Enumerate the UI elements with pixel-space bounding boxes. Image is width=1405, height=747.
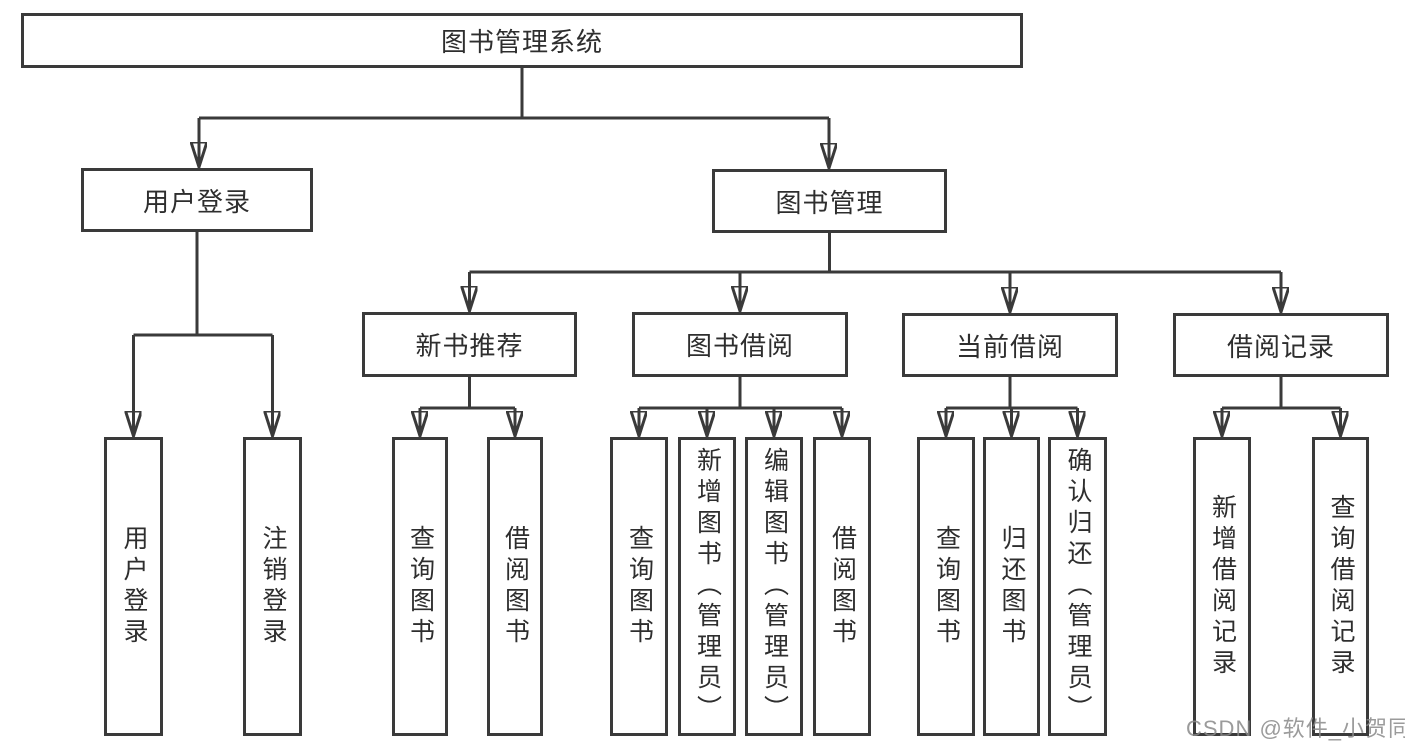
node-label: 新增图书（管理员） bbox=[693, 447, 722, 726]
node-label: 新书推荐 bbox=[415, 331, 524, 361]
leaf-logout: 注销登录 bbox=[243, 437, 302, 736]
node-label: 用户登录 bbox=[142, 186, 251, 217]
node-label: 图书借阅 bbox=[685, 331, 794, 361]
connector-root bbox=[199, 68, 829, 168]
node-label: 借阅图书 bbox=[828, 524, 857, 649]
node-user-login-branch: 用户登录 bbox=[81, 168, 313, 232]
node-book-borrowing: 图书借阅 bbox=[632, 312, 848, 377]
connector-new-book-recommend bbox=[420, 377, 515, 436]
connector-book-management bbox=[470, 233, 1282, 312]
leaf-query-books-borrowing: 查询图书 bbox=[610, 437, 668, 736]
leaf-borrow-books-recommend: 借阅图书 bbox=[487, 437, 543, 736]
csdn-watermark: CSDN @软件_小贺同学 bbox=[1186, 716, 1405, 741]
leaf-edit-books-admin: 编辑图书（管理员） bbox=[745, 437, 803, 736]
connector-user-login bbox=[134, 232, 273, 436]
connector-current-borrowing bbox=[946, 377, 1078, 436]
node-library-management-system: 图书管理系统 bbox=[21, 13, 1023, 68]
node-current-borrowing: 当前借阅 bbox=[902, 313, 1118, 377]
node-label: 借阅记录 bbox=[1226, 331, 1335, 362]
node-label: 注销登录 bbox=[259, 524, 287, 649]
node-label: 确认归还（管理员） bbox=[1064, 447, 1092, 726]
node-label: 查询图书 bbox=[932, 524, 961, 649]
node-new-book-recommend: 新书推荐 bbox=[362, 312, 577, 377]
connector-borrowing-records bbox=[1222, 377, 1341, 436]
leaf-query-books-current: 查询图书 bbox=[917, 437, 975, 736]
node-label: 编辑图书（管理员） bbox=[760, 447, 789, 726]
node-label: 查询图书 bbox=[625, 524, 654, 649]
node-label: 图书管理系统 bbox=[440, 27, 603, 57]
node-label: 查询借阅记录 bbox=[1327, 493, 1355, 680]
node-label: 归还图书 bbox=[998, 524, 1026, 649]
node-label: 用户登录 bbox=[120, 524, 148, 649]
node-label: 借阅图书 bbox=[501, 524, 530, 649]
node-label: 查询图书 bbox=[406, 524, 435, 649]
leaf-query-books-recommend: 查询图书 bbox=[392, 437, 448, 736]
leaf-query-borrow-record: 查询借阅记录 bbox=[1312, 437, 1369, 736]
leaf-confirm-return-admin: 确认归还（管理员） bbox=[1048, 437, 1107, 736]
node-label: 图书管理 bbox=[775, 187, 884, 218]
node-label: 新增借阅记录 bbox=[1208, 493, 1237, 680]
node-label: 当前借阅 bbox=[955, 331, 1064, 362]
leaf-user-login: 用户登录 bbox=[104, 437, 163, 736]
leaf-add-borrow-record: 新增借阅记录 bbox=[1193, 437, 1251, 736]
node-borrowing-records: 借阅记录 bbox=[1173, 313, 1389, 377]
leaf-borrow-books-borrowing: 借阅图书 bbox=[813, 437, 871, 736]
connector-book-borrowing bbox=[639, 377, 842, 436]
leaf-add-books-admin: 新增图书（管理员） bbox=[678, 437, 736, 736]
node-book-management-branch: 图书管理 bbox=[712, 169, 947, 233]
leaf-return-books: 归还图书 bbox=[983, 437, 1040, 736]
